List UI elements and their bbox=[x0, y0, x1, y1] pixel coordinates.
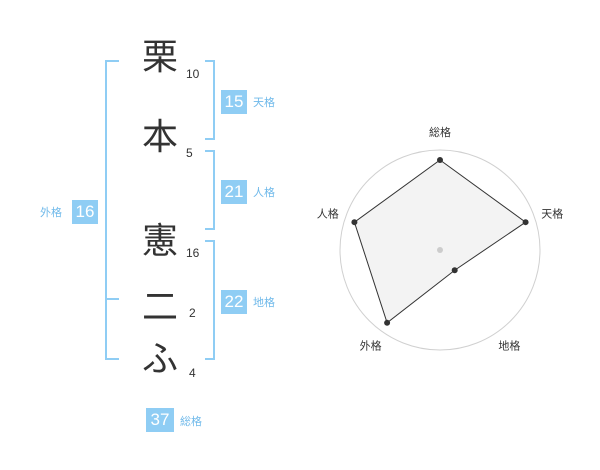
soukaku-badge: 37 bbox=[146, 408, 174, 432]
radar-data-point bbox=[437, 157, 443, 163]
name-char-2: 本 bbox=[141, 117, 178, 158]
radar-data-point bbox=[384, 319, 391, 326]
name-char-1: 栗 bbox=[141, 37, 178, 78]
radar-axis-label: 総格 bbox=[429, 125, 451, 139]
stroke-count-4: 2 bbox=[189, 306, 196, 320]
radar-center-dot bbox=[437, 247, 443, 253]
chikaku-badge: 22 bbox=[221, 290, 247, 314]
radar-axis-label: 天格 bbox=[541, 207, 563, 221]
tenkaku-label: 天格 bbox=[253, 96, 275, 109]
tenkaku-badge: 15 bbox=[221, 90, 247, 114]
radar-data-point bbox=[451, 267, 458, 274]
radar-axis-label: 人格 bbox=[317, 207, 339, 221]
name-char-3: 憲 bbox=[141, 221, 178, 262]
stroke-count-3: 16 bbox=[186, 246, 200, 260]
radar-data-point bbox=[522, 219, 529, 226]
radar-axis-label: 地格 bbox=[498, 338, 520, 352]
soukaku-label: 総格 bbox=[180, 415, 202, 428]
chikaku-label: 地格 bbox=[253, 296, 275, 309]
gaikaku-label: 外格 bbox=[40, 206, 62, 219]
jinkaku-label: 人格 bbox=[253, 186, 275, 199]
radar-series-polygon bbox=[353, 159, 527, 324]
radar-axis-label: 外格 bbox=[360, 338, 382, 352]
stroke-count-1: 10 bbox=[186, 67, 200, 81]
name-char-4: 二 bbox=[141, 287, 178, 328]
jinkaku-badge: 21 bbox=[221, 180, 247, 204]
stroke-count-5: 4 bbox=[189, 366, 196, 380]
stroke-count-2: 5 bbox=[186, 146, 193, 160]
radar-data-point bbox=[351, 219, 358, 226]
name-char-5: ふ bbox=[141, 339, 178, 380]
gaikaku-badge: 16 bbox=[72, 200, 98, 224]
